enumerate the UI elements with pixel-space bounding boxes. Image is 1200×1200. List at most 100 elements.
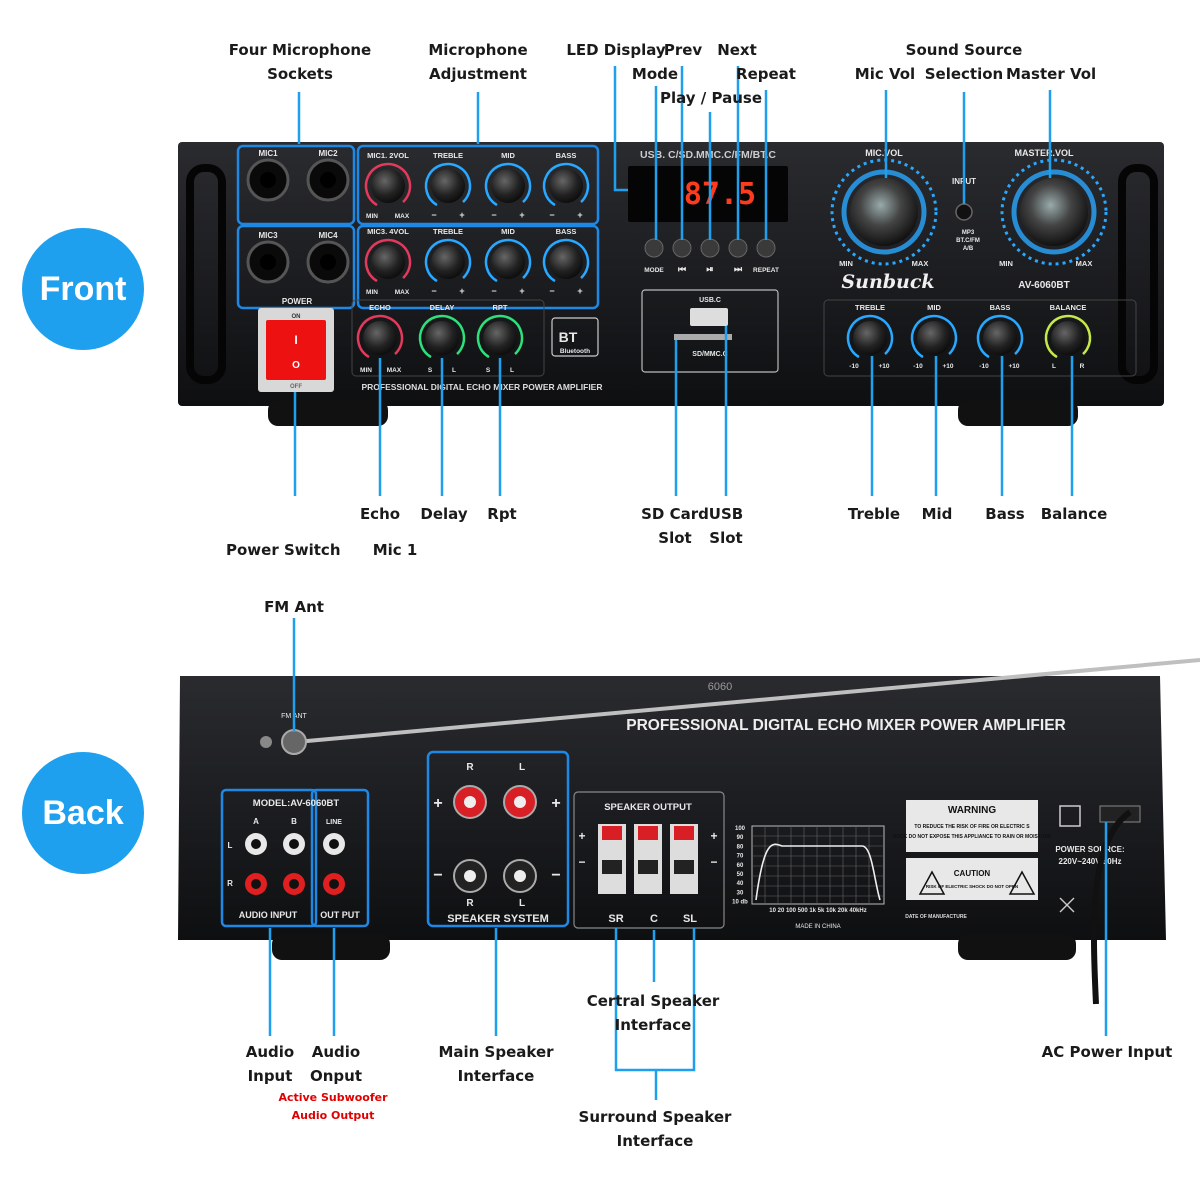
tone-knob <box>431 245 465 279</box>
usb-c-label: USB.C <box>699 297 721 304</box>
tone-knob-ring <box>484 238 532 286</box>
power-label: POWER <box>282 297 312 306</box>
db-tick: 80 <box>737 844 744 850</box>
freq-curve <box>755 843 881 901</box>
eq-r: R <box>1080 363 1085 370</box>
so-c: C <box>650 913 658 925</box>
front-foot-left <box>268 400 388 426</box>
input-l-label: L <box>228 841 233 850</box>
callout-echo: Echo <box>359 505 401 523</box>
usb-port <box>690 308 728 326</box>
echo-knob-label: RPT <box>493 303 508 312</box>
mic-vol-label: MIC.VOL <box>865 148 903 158</box>
box-audio-input <box>220 788 318 928</box>
so-minus-left: − <box>578 855 585 869</box>
binding-post-center <box>464 870 476 882</box>
warning-label <box>906 800 1038 852</box>
speaker-minus-left: − <box>433 867 442 884</box>
eq-plus: +10 <box>942 363 953 370</box>
input-r-label: R <box>227 879 233 888</box>
line-led <box>613 66 628 192</box>
back-badge: Back <box>22 752 144 874</box>
power-source-label: POWER SOURCE: <box>1055 845 1124 854</box>
fm-screw <box>260 736 272 748</box>
power-switch-rocker <box>266 320 326 380</box>
echo-l: L <box>452 367 456 374</box>
eq-knob-label: MID <box>927 303 941 312</box>
callout-treble: Treble <box>847 505 901 523</box>
speaker-plus-right: + <box>551 795 560 812</box>
knob-label: MID <box>501 151 515 160</box>
rca-jack-center <box>329 879 339 889</box>
speaker-plus-left: + <box>433 795 442 812</box>
eq-knob-ring <box>1044 314 1092 362</box>
caution-triangle-right <box>1008 870 1036 895</box>
tone-knob-ring <box>364 238 412 286</box>
spring-clip-black <box>638 860 658 874</box>
so-minus-right: − <box>710 855 717 869</box>
knob-max: MAX <box>395 213 410 220</box>
so-plus-right: + <box>710 829 717 843</box>
tone-knob-ring <box>424 162 472 210</box>
transport-label: ⏮ <box>678 264 686 274</box>
transport-button <box>728 238 748 258</box>
freq-chart-frame <box>751 825 885 905</box>
knob-minus: − <box>491 286 496 296</box>
tone-knob <box>491 169 525 203</box>
caution-title: CAUTION <box>954 869 991 878</box>
rca-jack-center <box>289 879 299 889</box>
speaker-output-label: SPEAKER OUTPUT <box>604 802 692 813</box>
callout-balance: Balance <box>1040 505 1108 523</box>
eq-minus: -10 <box>913 363 923 370</box>
master-vol-min: MIN <box>999 259 1013 268</box>
transport-button <box>644 238 664 258</box>
callout-mid: Mid <box>921 505 953 523</box>
mic-socket-label: MIC1 <box>258 149 278 158</box>
callout-master-vol: Master Vol <box>1006 65 1097 83</box>
knob-label: MID <box>501 227 515 236</box>
knob-plus: + <box>577 286 582 296</box>
mic-socket-hole <box>260 254 276 270</box>
transport-label: ⏭ <box>734 264 743 274</box>
bt-logo-box <box>551 317 599 357</box>
binding-post-center <box>514 870 526 882</box>
speaker-output-panel <box>573 791 725 929</box>
brand-logo: Sunbuck <box>841 271 934 293</box>
callout-mic1: Mic 1 <box>372 541 418 559</box>
tone-knob <box>549 169 583 203</box>
knob-label: BASS <box>556 151 577 160</box>
double-insulation-icon <box>1059 805 1081 827</box>
eq-minus: -10 <box>849 363 859 370</box>
tone-knob <box>431 169 465 203</box>
callout-power-switch: Power Switch <box>226 541 341 559</box>
back-foot-right <box>958 934 1076 960</box>
tone-knob <box>491 245 525 279</box>
warning-text-2: HOCK DO NOT EXPOSE THIS APPLIANCE TO RAI… <box>893 834 1053 840</box>
power-off-label: OFF <box>290 384 302 390</box>
bt-logo: BT <box>559 329 578 345</box>
warning-text-1: TO REDUCE THE RISK OF FIRE OR ELECTRIC S <box>914 824 1030 830</box>
source-strip: USB. C/SD.MMC.C/FM/BT.C <box>640 149 776 161</box>
rca-jack-center <box>289 839 299 849</box>
box-mic-row1 <box>236 144 356 226</box>
front-handle-right <box>1118 164 1158 384</box>
knob-min: MIN <box>366 289 378 296</box>
db-tick: 10 db <box>732 900 748 906</box>
callout-bass: Bass <box>985 505 1025 523</box>
tone-knob <box>371 245 405 279</box>
knob-label: BASS <box>556 227 577 236</box>
binding-post-center <box>464 796 476 808</box>
knob-minus: − <box>431 210 436 220</box>
callout-repeat: Repeat <box>736 65 796 83</box>
audio-output-text: OUT PUT <box>320 910 360 920</box>
knob-minus: − <box>549 210 554 220</box>
callout-prev: Prev <box>663 41 703 59</box>
transport-label: REPEAT <box>753 267 779 274</box>
